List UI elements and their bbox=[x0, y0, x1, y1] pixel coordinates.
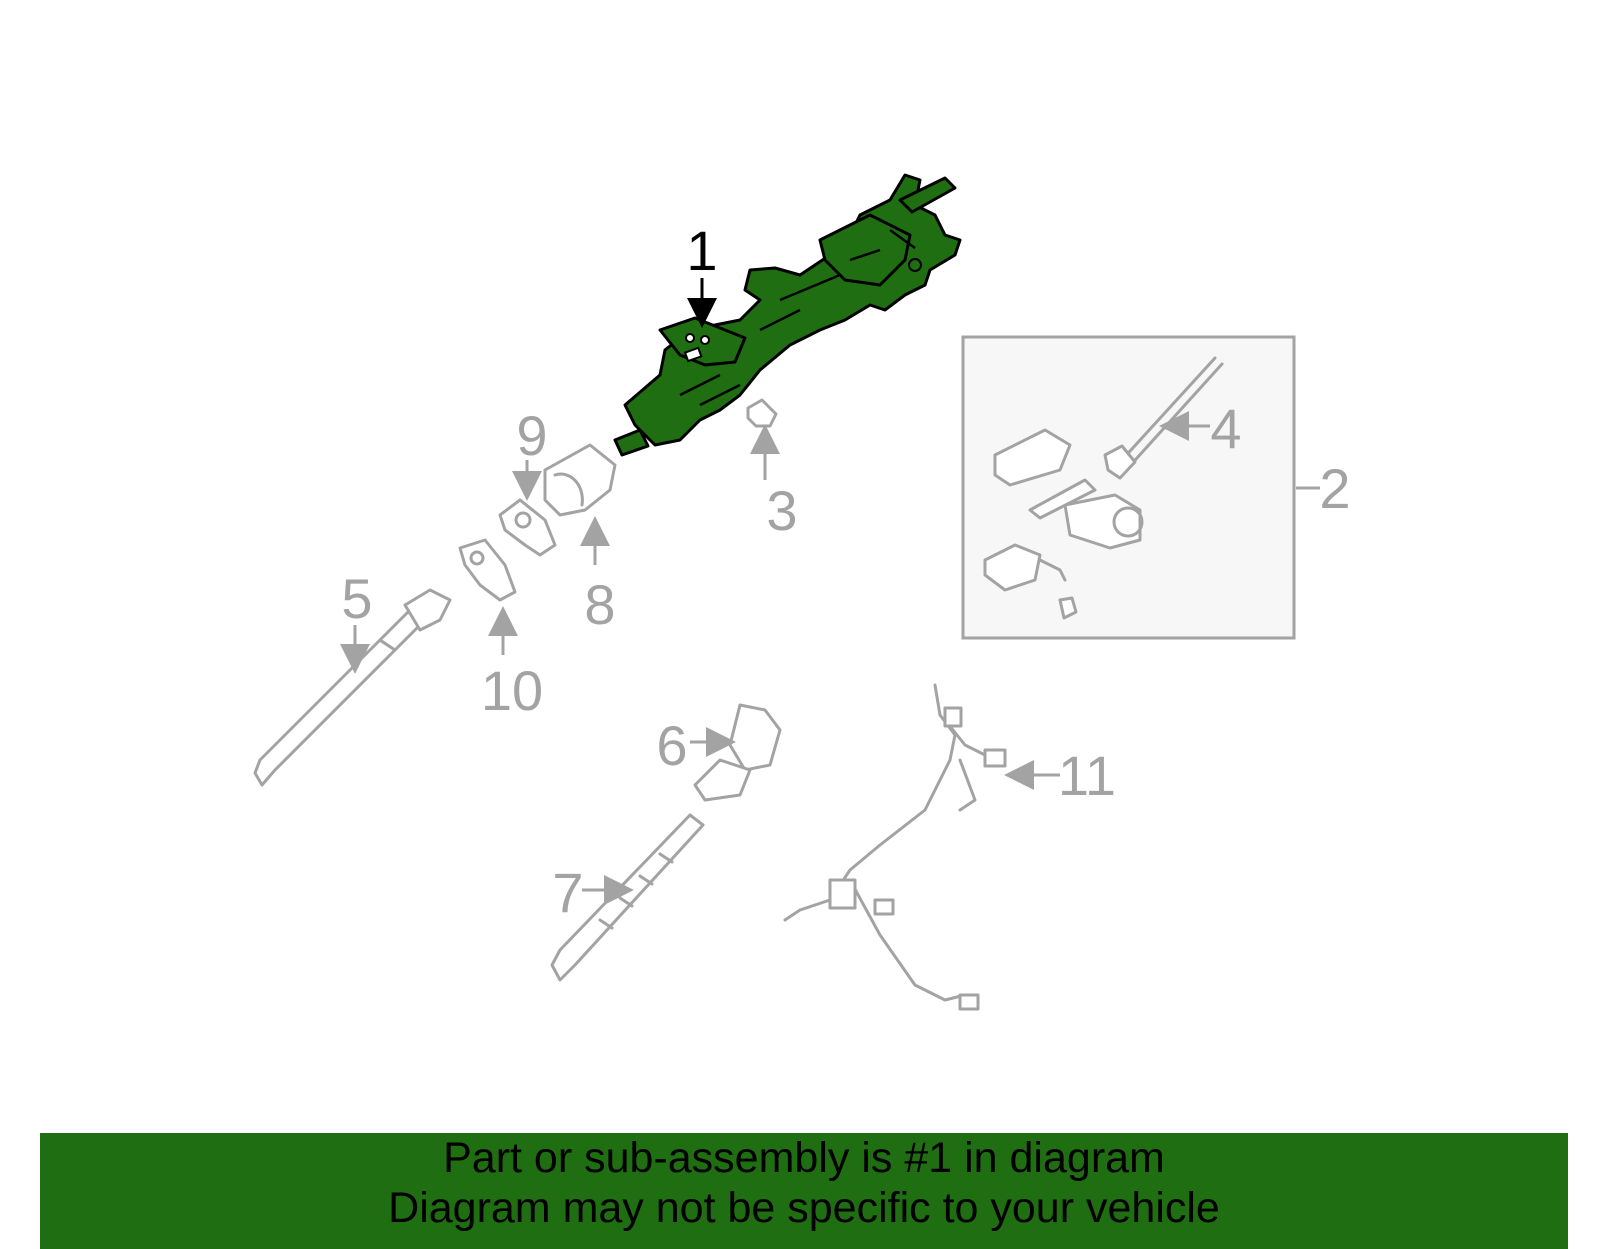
info-banner: Part or sub-assembly is #1 in diagram Di… bbox=[40, 1133, 1568, 1249]
wiring-harness-part[interactable] bbox=[783, 683, 1060, 1011]
callout-5: 5 bbox=[341, 567, 372, 630]
switch-housing-part[interactable] bbox=[543, 443, 617, 565]
bushing-part[interactable] bbox=[746, 398, 780, 480]
banner-line-1: Part or sub-assembly is #1 in diagram bbox=[443, 1134, 1165, 1182]
adjuster-rod-part[interactable] bbox=[1103, 356, 1224, 480]
callout-7: 7 bbox=[552, 861, 583, 924]
tilt-motor-kit-box[interactable] bbox=[961, 335, 1320, 640]
callout-8: 8 bbox=[584, 573, 615, 636]
callout-6: 6 bbox=[656, 714, 687, 777]
callout-11: 11 bbox=[1058, 744, 1116, 807]
callout-4: 4 bbox=[1210, 397, 1241, 460]
banner-line-2: Diagram may not be specific to your vehi… bbox=[388, 1184, 1220, 1232]
callout-9: 9 bbox=[516, 404, 547, 467]
parts-diagram: 1 2 3 4 5 6 7 8 9 10 11 bbox=[253, 173, 1351, 1011]
coupler-part[interactable] bbox=[690, 703, 782, 802]
callout-3: 3 bbox=[766, 479, 797, 542]
steering-column-assembly[interactable] bbox=[613, 173, 962, 457]
callout-1: 1 bbox=[686, 219, 717, 282]
lower-shaft-part[interactable] bbox=[253, 588, 452, 787]
bracket-part[interactable] bbox=[498, 460, 557, 557]
callout-2: 2 bbox=[1319, 457, 1350, 520]
sensor-bracket-part[interactable] bbox=[458, 538, 518, 655]
callout-10: 10 bbox=[481, 659, 543, 722]
intermediate-shaft-part[interactable] bbox=[550, 813, 705, 982]
